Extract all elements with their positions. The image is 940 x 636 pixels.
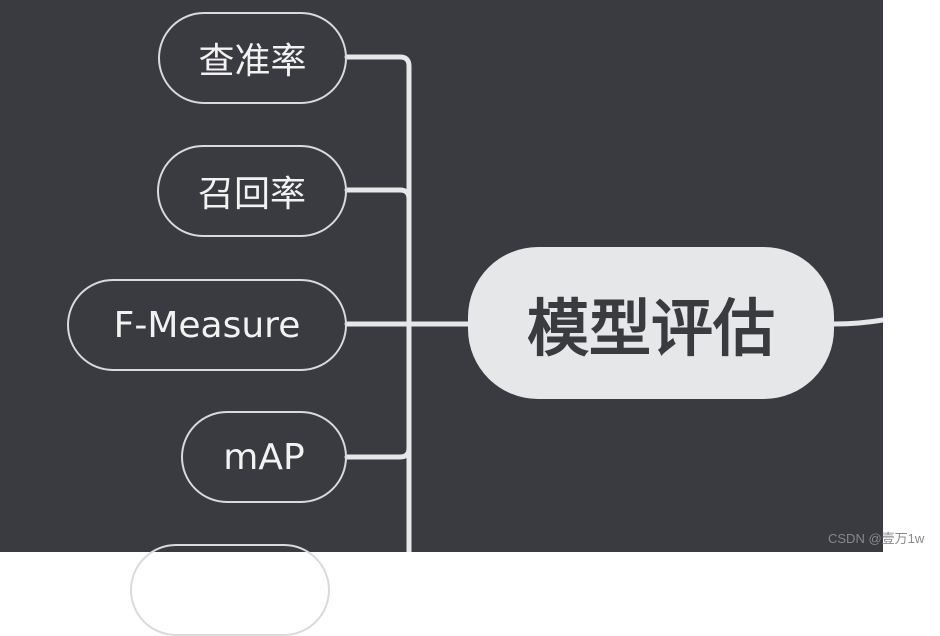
watermark: CSDN @壹万1w	[828, 531, 925, 546]
central-topic[interactable]: 模型评估	[468, 247, 834, 399]
subtopic-node[interactable]: 召回率	[157, 145, 347, 237]
subtopic-label: F-Measure	[113, 304, 301, 346]
subtopic-node[interactable]: F-Measure	[67, 279, 347, 371]
mindmap-canvas: 查准率 召回率 F-Measure mAP 模型评估	[0, 0, 883, 636]
connector-lines	[344, 54, 883, 552]
connector-line	[831, 317, 883, 327]
subtopic-label: mAP	[223, 436, 305, 478]
central-topic-label: 模型评估	[526, 292, 775, 365]
subtopic-node[interactable]: 查准率	[158, 12, 347, 104]
subtopic-node[interactable]: mAP	[181, 411, 347, 503]
connector-line	[344, 445, 412, 460]
connector-line	[344, 54, 412, 552]
subtopic-node[interactable]	[130, 544, 330, 636]
subtopic-label: 查准率	[198, 41, 307, 82]
subtopic-label: 召回率	[197, 174, 306, 215]
connector-line	[344, 187, 412, 202]
